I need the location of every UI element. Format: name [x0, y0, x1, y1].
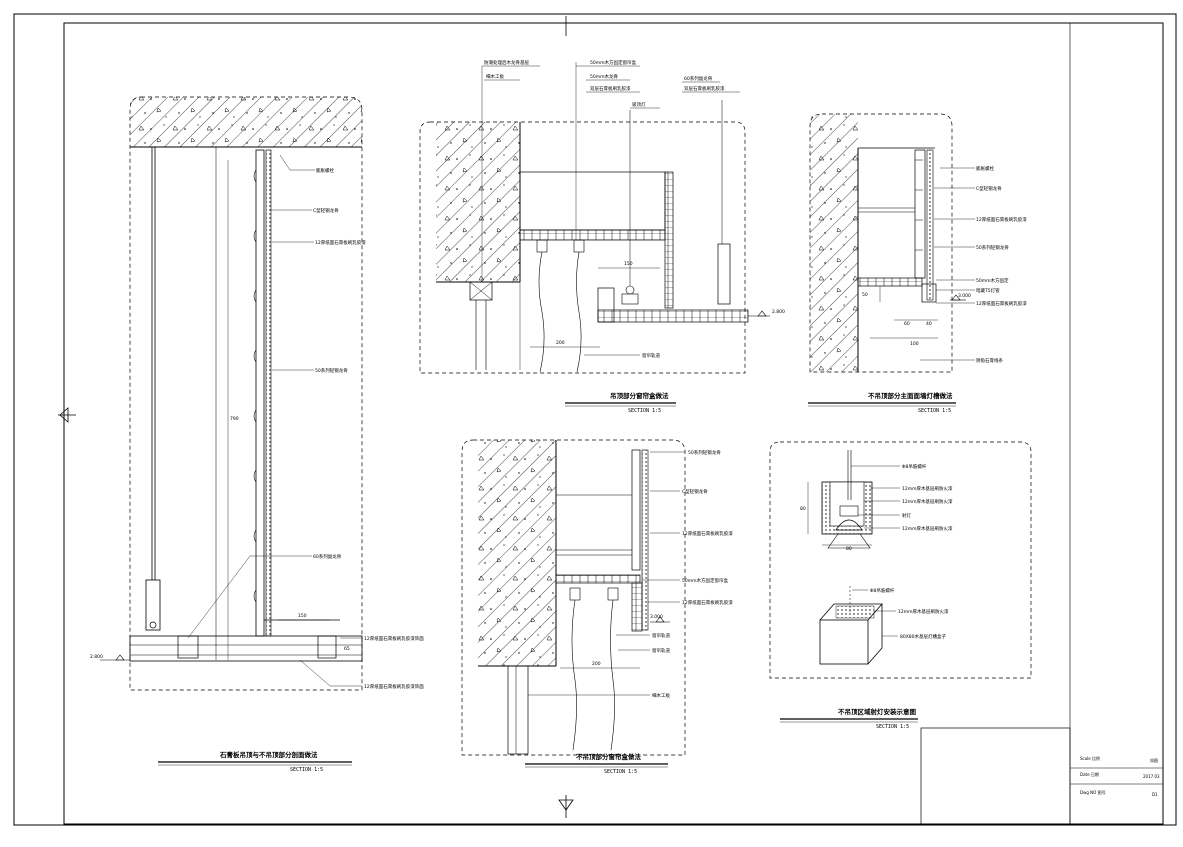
callout-text: 50系列轻钢龙骨 [976, 244, 1009, 251]
callout-text: 12厚纸面石膏板刷乳胶漆饰面 [364, 683, 424, 690]
detail-scale: SECTION 1:5 [290, 767, 323, 773]
dim-b: 60 [904, 321, 910, 327]
callout-text: 防潮处理后木龙骨基层 [484, 59, 529, 66]
dim-base: 65 [344, 646, 350, 652]
detail-title: 石膏板吊顶与不吊顶部分剖面做法 [219, 750, 318, 759]
callouts-d3: 膨胀螺栓 C型轻钢龙骨 12厚纸面石膏板刷乳胶漆 50系列轻钢龙骨 50mm木方… [920, 165, 1027, 364]
detail-curtain-box-no-ceiling: 3.000 200 50系列轻钢龙骨 C型轻钢龙骨 12厚纸面石膏板刷乳胶漆 5… [461, 439, 733, 775]
date-label: Date 日期 [1080, 771, 1099, 777]
callout-text: 窗帘轨道 [652, 647, 670, 654]
callout-text: Φ8吊筋螺杆 [870, 587, 895, 594]
detail-spotlight-install: 80 80 Φ8吊筋螺杆 12mm厚木基层刷防火漆 12mm厚木基层刷防火漆 射… [769, 441, 1032, 730]
dim-height: 790 [230, 416, 239, 422]
date-value: 2017.03 [1143, 774, 1160, 779]
detail-scale: SECTION 1:5 [918, 408, 951, 414]
detail-scale: SECTION 1:5 [628, 408, 661, 414]
callout-text: 60系列副龙骨 [313, 553, 342, 560]
callout-text: 12厚纸面石膏板刷乳胶漆 [315, 239, 366, 246]
dim-h: 80 [800, 506, 806, 512]
callout-text: 50mm木龙骨 [590, 73, 618, 80]
sheet-frame [13, 13, 1177, 826]
dim-c: 40 [926, 321, 932, 327]
callout-text: 12mm厚木基层刷防火漆 [902, 498, 953, 505]
callout-text: 12厚纸面石膏板刷乳胶漆 [976, 216, 1027, 223]
callout-text: 膨胀螺栓 [976, 165, 994, 172]
detail-curtain-box-ceiling: 2.800 200 150 防潮处理后木龙骨基层 细木工板 50mm木方固定窗帘… [419, 59, 785, 414]
callout-text: 50系列轻钢龙骨 [688, 449, 721, 456]
callout-text: 吸顶灯 [632, 101, 646, 108]
callout-text: 双层石膏板刷乳胶漆 [590, 85, 631, 92]
detail-title: 不吊顶区域射灯安装示意图 [838, 707, 917, 716]
callout-text: 窗帘轨道 [642, 352, 660, 359]
callout-text: 12mm厚木基层刷防火漆 [902, 485, 953, 492]
callout-text: 12mm厚木基层刷防火漆 [898, 608, 949, 615]
detail-ceiling-section: 2.800 790 150 65 膨胀螺栓 C型轻钢龙骨 12厚纸面石膏板刷乳胶… [90, 96, 424, 773]
callout-text: 12厚纸面石膏板刷乳胶漆 [682, 599, 733, 606]
detail-title: 不吊顶部分主面面墙灯槽做法 [868, 391, 953, 400]
callout-text: 12mm厚木基层刷防火漆 [902, 525, 953, 532]
title-block: Scale 比例 如图 Date 日期 2017.03 Dwg NO 图号 D1 [920, 727, 1163, 825]
dim-w: 200 [592, 661, 601, 667]
level-label: 3.000 [650, 614, 663, 620]
dim-d: 100 [910, 341, 919, 347]
callout-text: Φ8吊筋螺杆 [902, 463, 927, 470]
dim-a: 50 [862, 292, 868, 298]
drawing-no-label: Dwg NO 图号 [1080, 789, 1106, 795]
callout-text: 暗藏T5灯管 [976, 287, 1000, 294]
callout-text: 膨胀螺栓 [316, 167, 334, 174]
detail-title: 不吊顶部分窗帘盒做法 [576, 752, 642, 761]
callout-text: 50mm木方固定 [976, 277, 1009, 284]
dim-width: 150 [298, 613, 307, 619]
detail-title: 吊顶部分窗帘盒做法 [610, 391, 669, 400]
callouts-d1: 膨胀螺栓 C型轻钢龙骨 12厚纸面石膏板刷乳胶漆 50系列轻钢龙骨 60系列副龙… [187, 154, 424, 690]
dim-w: 80 [846, 546, 852, 552]
callout-text: 80X80木基层灯槽盒子 [900, 633, 947, 640]
dim-w2: 150 [624, 261, 633, 267]
callout-text: 双层石膏板刷乳胶漆 [684, 85, 725, 92]
callout-text: 50mm木方固定窗帘盒 [590, 59, 636, 66]
scale-label: Scale 比例 [1080, 755, 1100, 761]
callout-text: 射灯 [902, 512, 911, 519]
callout-text: 12厚纸面石膏板刷乳胶漆 [976, 300, 1027, 307]
detail-scale: SECTION 1:5 [604, 769, 637, 775]
callouts-d5: Φ8吊筋螺杆 12mm厚木基层刷防火漆 12mm厚木基层刷防火漆 射灯 12mm… [851, 463, 953, 640]
callout-text: 窗帘轨道 [652, 632, 670, 639]
callout-text: 细木工板 [486, 73, 504, 80]
callout-text: 12厚纸面石膏板刷乳胶漆饰面 [364, 635, 424, 642]
callout-text: 60系列副龙骨 [684, 75, 713, 82]
callout-text: 细木工板 [652, 692, 670, 699]
scale-value: 如图 [1150, 757, 1158, 763]
callout-text: C型轻钢龙骨 [313, 207, 339, 214]
callout-text: C型轻钢龙骨 [976, 185, 1002, 192]
callout-text: 50系列轻钢龙骨 [315, 367, 348, 374]
level-label: 2.800 [772, 309, 785, 315]
level-label: 2.800 [90, 654, 103, 660]
callout-text: 阴角石膏线条 [976, 357, 1003, 364]
detail-scale: SECTION 1:5 [876, 724, 909, 730]
level-label: 3.000 [958, 293, 971, 299]
callouts-d2: 防潮处理后木龙骨基层 细木工板 50mm木方固定窗帘盒 50mm木龙骨 双层石膏… [481, 59, 740, 359]
dim-w1: 200 [556, 340, 565, 346]
callout-text: 12厚纸面石膏板刷乳胶漆 [682, 530, 733, 537]
callout-text: C型轻钢龙骨 [682, 488, 708, 495]
callouts-d4: 50系列轻钢龙骨 C型轻钢龙骨 12厚纸面石膏板刷乳胶漆 50mm木方固定窗帘盒… [528, 449, 733, 699]
drawing-no-value: D1 [1152, 792, 1158, 797]
callout-text: 50mm木方固定窗帘盒 [682, 577, 728, 584]
detail-wall-light-slot: 3.000 50 60 40 100 膨胀螺栓 C型轻钢龙骨 12厚纸面石膏板刷… [808, 113, 1027, 414]
